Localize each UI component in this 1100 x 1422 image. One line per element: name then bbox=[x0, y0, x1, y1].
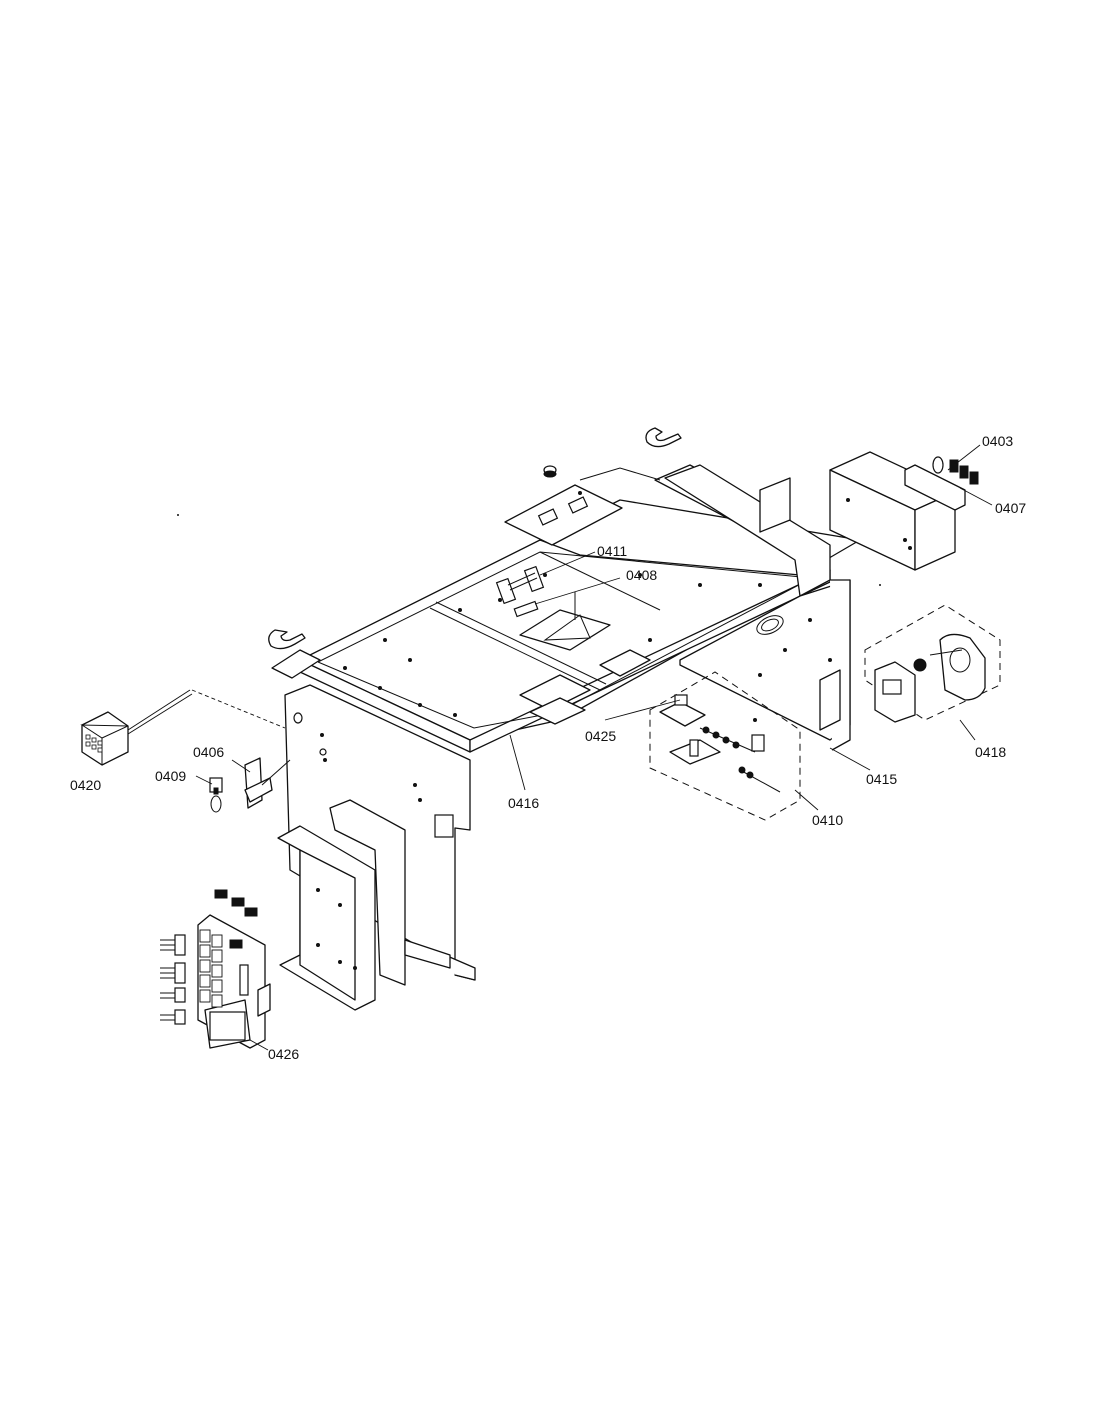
leader-0425 bbox=[604, 699, 681, 721]
cable-clamp-top bbox=[645, 427, 682, 448]
component-0411 bbox=[495, 551, 596, 605]
assembly-0410 bbox=[649, 671, 819, 821]
control-board-0426 bbox=[160, 889, 271, 1051]
callout-0415: 0415 bbox=[866, 771, 898, 787]
electronics-box bbox=[829, 451, 956, 571]
callout-0425: 0425 bbox=[585, 728, 617, 744]
callout-0410: 0410 bbox=[812, 812, 844, 828]
bracket-0407 bbox=[904, 444, 993, 511]
component-0408 bbox=[513, 577, 621, 618]
right-side-panel-0415 bbox=[664, 464, 871, 771]
control-bracket bbox=[277, 825, 376, 1011]
callout-0426: 0426 bbox=[268, 1046, 300, 1062]
callout-0406: 0406 bbox=[193, 744, 225, 760]
cable-clamp-left bbox=[268, 629, 306, 650]
component-0406 bbox=[231, 757, 291, 809]
callout-0408: 0408 bbox=[626, 567, 658, 583]
component-0409 bbox=[195, 775, 223, 813]
callout-0411: 0411 bbox=[597, 543, 628, 559]
callout-0418: 0418 bbox=[975, 744, 1007, 760]
callout-0409: 0409 bbox=[155, 768, 187, 784]
probe-0420 bbox=[80, 689, 286, 766]
callout-0416: 0416 bbox=[508, 795, 540, 811]
assembly-0418 bbox=[864, 604, 1001, 741]
callout-0407: 0407 bbox=[995, 500, 1027, 516]
callout-0420: 0420 bbox=[70, 777, 102, 793]
callout-0403: 0403 bbox=[982, 433, 1014, 449]
